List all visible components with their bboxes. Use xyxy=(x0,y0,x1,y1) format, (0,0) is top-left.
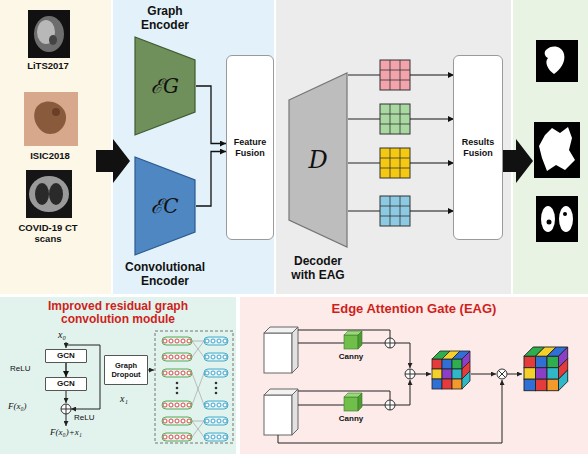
box-text: Results Fusion xyxy=(455,137,501,159)
text-label: ReLU xyxy=(10,364,30,374)
decoder-outputs xyxy=(348,60,454,226)
encoder-block: ℰCConvolutional Encoder xyxy=(134,156,196,288)
process-box: GCN xyxy=(45,349,87,363)
dataset-thumbnails xyxy=(24,10,78,218)
encoder-block: DDecoder with EAG xyxy=(288,72,348,282)
text-label: COVID-19 CT scans xyxy=(17,222,79,244)
trapezoid-fill xyxy=(135,37,195,135)
block-symbol: ℰG xyxy=(134,36,196,136)
output-arrow xyxy=(503,139,533,183)
process-box: Results Fusion xyxy=(453,55,503,240)
input-arrow xyxy=(96,139,130,183)
box-text: GCN xyxy=(57,351,75,361)
encoder-block: Graph EncoderℰG xyxy=(134,4,196,136)
trapezoid-fill xyxy=(135,157,195,255)
eag-drawing xyxy=(264,327,568,443)
text-label: F(x₀)+x₁ xyxy=(50,427,82,438)
box-text: GCN xyxy=(57,379,75,389)
connector xyxy=(65,363,66,377)
cube-label-node: Canny xyxy=(334,350,368,364)
block-symbol: ℰC xyxy=(134,156,196,256)
residual-module-drawing xyxy=(61,331,233,443)
box-text: Canny xyxy=(339,352,363,362)
result-masks xyxy=(534,40,580,242)
trapezoid-fill xyxy=(289,73,347,247)
box-text: Graph Dropout xyxy=(106,361,146,379)
text-label: LiTS2017 xyxy=(27,60,69,71)
module-panel: Improved residual graph convolution modu… xyxy=(0,297,236,454)
connector xyxy=(196,152,226,207)
trapezoid-shape: ℰG xyxy=(134,36,196,136)
cube-label-node: Canny xyxy=(334,412,368,426)
trapezoid-shape: ℰC xyxy=(134,156,196,256)
block-heading: Convolutional Encoder xyxy=(115,260,215,288)
text-label: x₀ xyxy=(58,329,66,341)
top-panels xyxy=(0,0,588,294)
panel-title: Edge Attention Gate (EAG) xyxy=(250,301,578,317)
box-text: Feature Fusion xyxy=(228,137,272,159)
block-heading: Graph Encoder xyxy=(130,4,200,32)
text-label: ReLU xyxy=(74,413,94,423)
connector xyxy=(196,86,226,144)
panel-title: Improved residual graph convolution modu… xyxy=(14,300,222,326)
box-text: Canny xyxy=(339,414,363,424)
text-label: F(x₀) xyxy=(8,401,27,412)
process-box: Feature Fusion xyxy=(226,55,274,240)
block-heading: Decoder with EAG xyxy=(283,254,353,282)
trapezoid-shape: D xyxy=(288,72,348,248)
text-label: ISIC2018 xyxy=(30,150,70,161)
process-box: Graph Dropout xyxy=(104,355,148,385)
process-box: GCN xyxy=(45,377,87,391)
block-symbol: D xyxy=(288,72,348,248)
text-label: x₁ xyxy=(120,393,128,405)
